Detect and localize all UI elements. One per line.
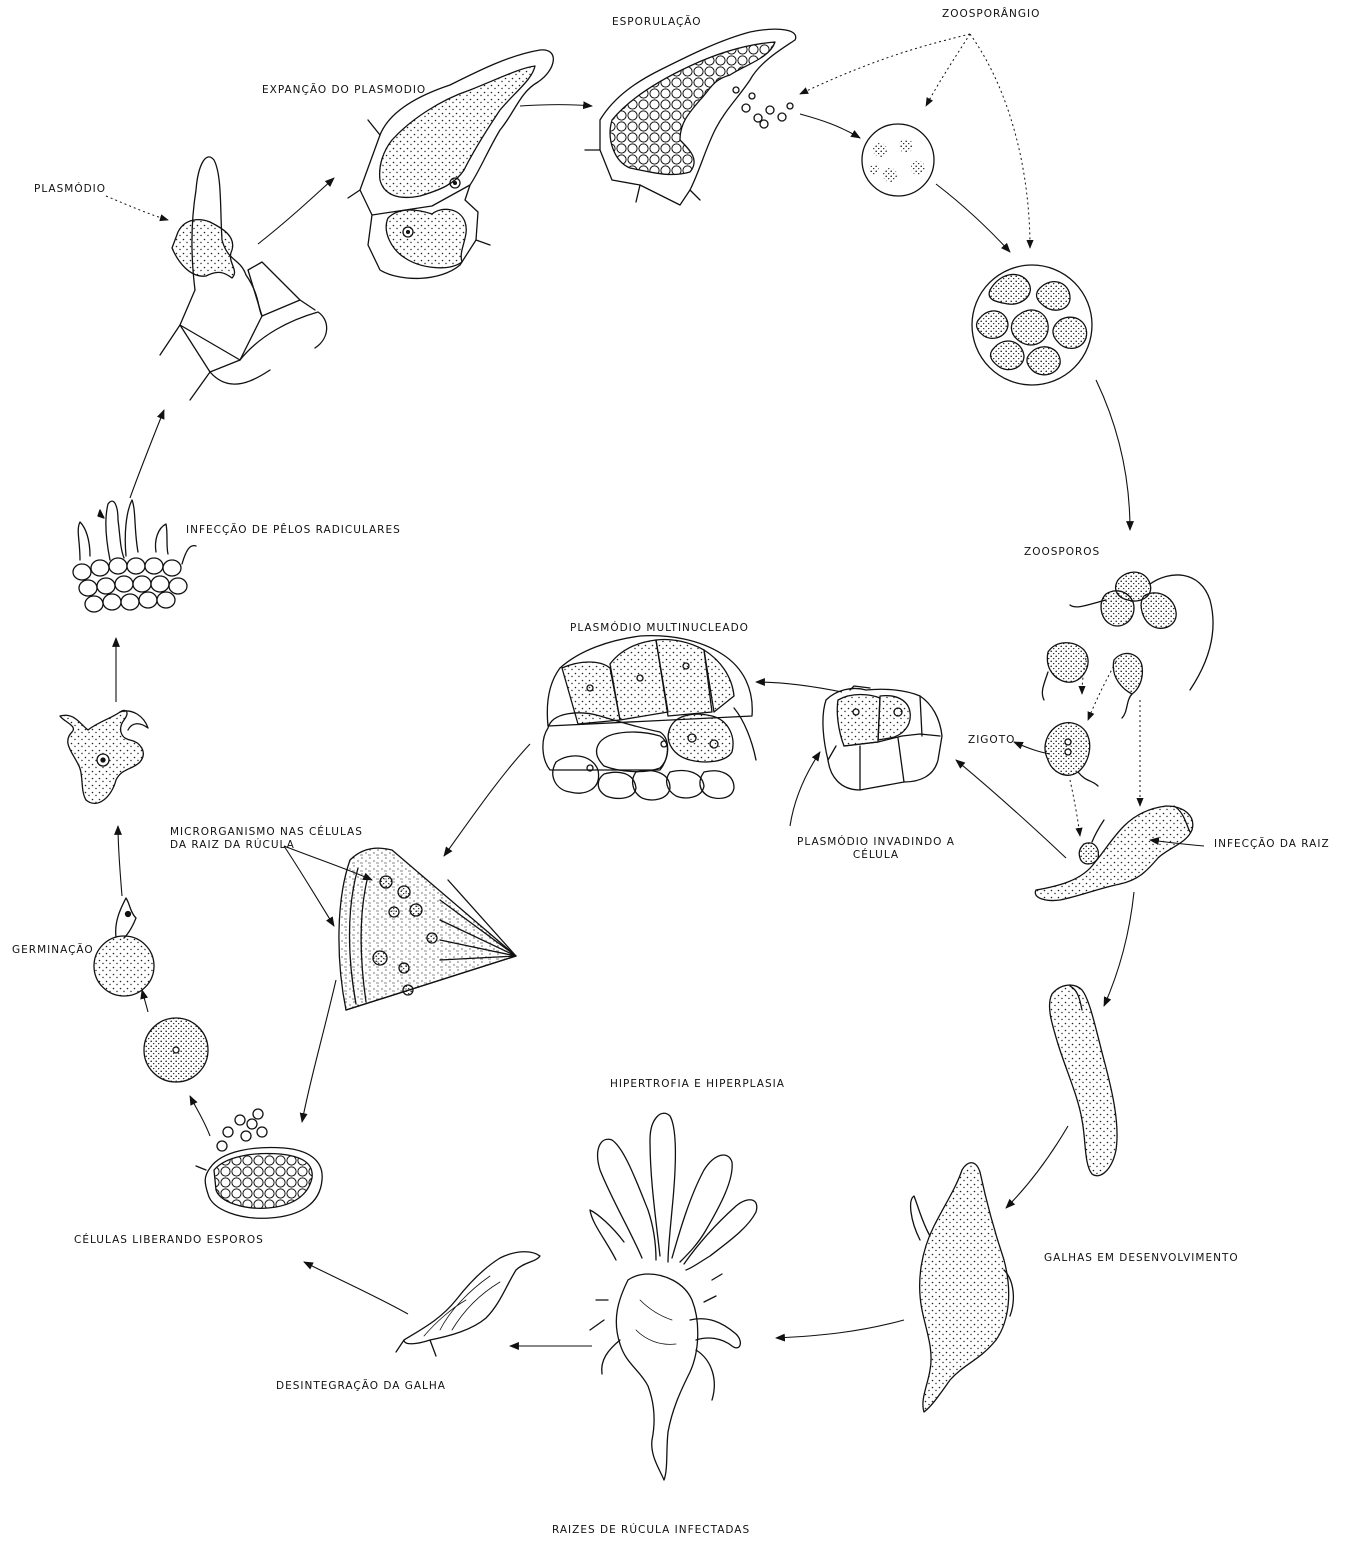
- zoosporangium-large-drawing: [972, 265, 1092, 385]
- label-plasmodio: PLASMÓDIO: [34, 183, 106, 196]
- root-cross-section-drawing: [339, 848, 516, 1010]
- zoospores-drawing: [1042, 572, 1213, 718]
- multinucleate-plasmodium-drawing: [543, 636, 756, 800]
- amoeboid-zoospore-drawing: [60, 710, 148, 803]
- label-expansao-plasmodio: EXPANÇÃO DO PLASMODIO: [262, 84, 426, 97]
- label-zigoto: ZIGOTO: [968, 734, 1015, 747]
- germinating-spore-drawing: [94, 898, 154, 996]
- label-microrganismo: MICRORGANISMO NAS CÉLULAS DA RAIZ DA RÚC…: [170, 826, 380, 852]
- root-infection-drawing: [1035, 806, 1192, 901]
- infected-plant-drawing: [590, 1113, 757, 1480]
- root-hair-infection-drawing: [73, 500, 196, 612]
- label-galhas: GALHAS EM DESENVOLVIMENTO: [1044, 1252, 1239, 1265]
- zoosporangium-small-drawing: [862, 124, 934, 196]
- plasmodium-root-hair-drawing: [160, 157, 327, 400]
- resting-spore-drawing: [144, 1018, 208, 1082]
- decaying-gall-drawing: [396, 1252, 540, 1356]
- developing-gall-large-drawing: [911, 1163, 1014, 1412]
- label-plasmodio-invadindo: PLASMÓDIO INVADINDO A CÉLULA: [796, 836, 956, 862]
- label-zoosporangio: ZOOSPORÂNGIO: [942, 8, 1040, 21]
- label-infeccao-pelos-radiculares: INFECÇÃO DE PÊLOS RADICULARES: [186, 524, 401, 537]
- label-esporulacao: ESPORULAÇÃO: [612, 16, 702, 29]
- cells-releasing-spores-drawing: [196, 1109, 322, 1218]
- label-celulas-liberando: CÉLULAS LIBERANDO ESPOROS: [74, 1234, 264, 1247]
- label-desintegracao: DESINTEGRAÇÃO DA GALHA: [276, 1380, 446, 1393]
- label-hipertrofia: HIPERTROFIA E HIPERPLASIA: [610, 1078, 785, 1091]
- plasmodium-invading-cell-drawing: [823, 686, 942, 790]
- developing-gall-small-drawing: [1050, 985, 1118, 1176]
- label-germinacao: GERMINAÇÃO: [12, 944, 94, 957]
- zygote-drawing: [1045, 723, 1098, 786]
- label-zoosporos: ZOOSPOROS: [1024, 546, 1100, 559]
- label-infeccao-raiz: INFECÇÃO DA RAIZ: [1214, 838, 1330, 851]
- label-raizes-infectadas: RAIZES DE RÚCULA INFECTADAS: [552, 1524, 750, 1537]
- sporulation-drawing: [585, 29, 796, 205]
- label-plasmodio-multinucleado: PLASMÓDIO MULTINUCLEADO: [570, 622, 749, 635]
